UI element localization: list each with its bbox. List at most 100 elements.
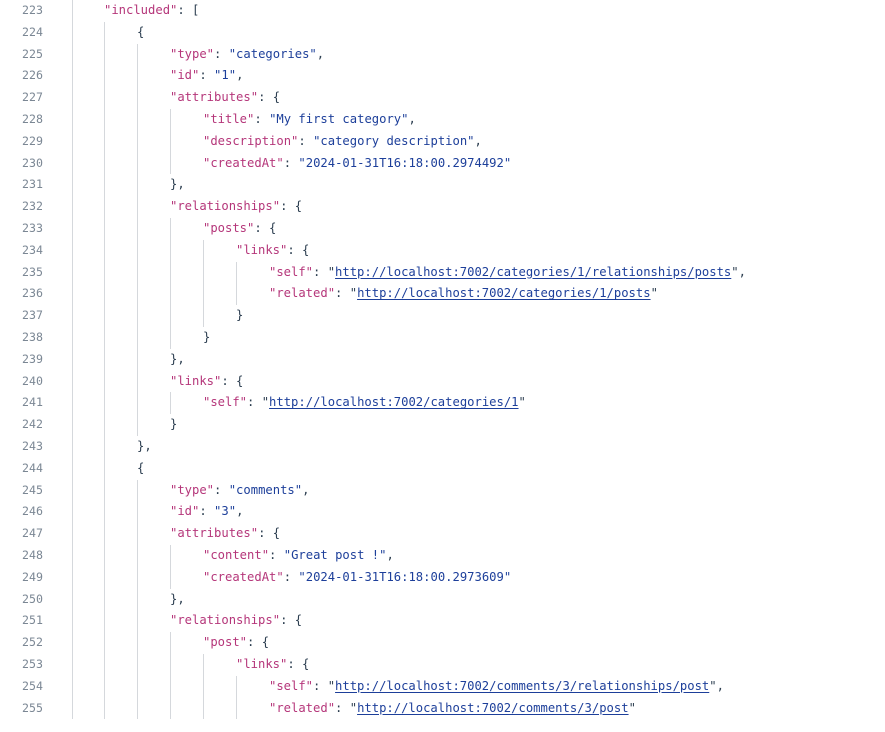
line-number: 239 xyxy=(22,351,43,366)
line-number: 254 xyxy=(22,678,43,693)
gutter-separator xyxy=(72,239,73,262)
code-line: 250}, xyxy=(0,588,885,611)
line-number: 233 xyxy=(22,220,43,235)
json-key: "relationships" xyxy=(170,199,281,214)
json-punctuation: : { xyxy=(258,526,281,541)
json-key: "links" xyxy=(236,242,288,257)
line-number: 223 xyxy=(22,3,43,17)
json-punctuation: : xyxy=(298,133,314,148)
indent-guide xyxy=(137,65,138,88)
code-line: 246"id": "3", xyxy=(0,501,885,524)
line-number: 244 xyxy=(22,460,43,475)
code-text: "relationships": { xyxy=(170,610,302,632)
indent-guide xyxy=(137,326,138,349)
url-link[interactable]: http://localhost:7002/categories/1/relat… xyxy=(335,264,732,279)
json-punctuation: ", xyxy=(731,264,746,279)
code-text: "createdAt": "2024-01-31T16:18:00.297449… xyxy=(203,153,511,175)
gutter-separator xyxy=(72,196,73,218)
code-text: { xyxy=(137,458,144,480)
indent-guide xyxy=(170,697,171,720)
line-number: 232 xyxy=(22,199,43,214)
code-text: "title": "My first category", xyxy=(203,109,416,131)
gutter-separator xyxy=(72,87,73,109)
code-text: "links": { xyxy=(236,240,309,262)
gutter-separator xyxy=(72,414,73,436)
indent-guide xyxy=(203,675,204,698)
indent-guide xyxy=(104,501,105,524)
code-line: 227"attributes": { xyxy=(0,87,885,109)
json-punctuation: : { xyxy=(258,90,281,105)
code-line: 229"description": "category description"… xyxy=(0,130,885,153)
indent-guide xyxy=(203,697,204,720)
indent-guide xyxy=(236,261,237,284)
line-number: 240 xyxy=(22,373,43,388)
json-punctuation: : { xyxy=(280,199,303,214)
json-key: "included" xyxy=(104,3,178,17)
code-line: 251"relationships": { xyxy=(0,610,885,633)
line-number: 238 xyxy=(22,329,43,344)
code-line: 231}, xyxy=(0,174,885,197)
indent-guide xyxy=(137,632,138,654)
gutter-separator xyxy=(72,544,73,567)
json-punctuation: : " xyxy=(335,700,358,715)
indent-guide xyxy=(137,370,138,393)
json-string-value: "1" xyxy=(214,68,237,83)
indent-guide xyxy=(137,653,138,676)
gutter-separator xyxy=(72,326,73,349)
line-number: 253 xyxy=(22,656,43,671)
gutter-separator xyxy=(72,305,73,327)
line-number: 231 xyxy=(22,177,43,192)
code-text: "posts": { xyxy=(203,218,276,240)
line-number: 224 xyxy=(22,24,43,39)
gutter-separator xyxy=(72,435,73,458)
indent-guide xyxy=(104,544,105,567)
line-number: 237 xyxy=(22,308,43,323)
json-punctuation: : xyxy=(269,547,284,562)
indent-guide xyxy=(104,239,105,262)
json-key: "posts" xyxy=(203,220,255,235)
code-line: 254"self": "http://localhost:7002/commen… xyxy=(0,675,885,698)
json-key: "type" xyxy=(170,46,215,61)
indent-guide xyxy=(137,43,138,66)
json-key: "attributes" xyxy=(170,90,259,105)
code-line: 241"self": "http://localhost:7002/catego… xyxy=(0,392,885,415)
code-text: } xyxy=(203,327,210,349)
code-line: 245"type": "comments", xyxy=(0,479,885,502)
gutter-separator xyxy=(72,632,73,654)
json-string-value: "comments" xyxy=(228,482,303,497)
gutter-separator xyxy=(72,675,73,698)
json-key: "id" xyxy=(170,68,200,83)
url-link[interactable]: http://localhost:7002/comments/3/post xyxy=(357,700,629,715)
url-link[interactable]: http://localhost:7002/categories/1 xyxy=(269,395,519,410)
code-text: "post": { xyxy=(203,632,269,654)
indent-guide xyxy=(170,261,171,284)
url-link[interactable]: http://localhost:7002/categories/1/posts xyxy=(357,286,651,301)
json-key: "id" xyxy=(170,504,200,519)
json-punctuation: , xyxy=(408,111,416,126)
indent-guide xyxy=(170,392,171,415)
code-line: 253"links": { xyxy=(0,653,885,676)
indent-guide xyxy=(170,283,171,306)
url-link[interactable]: http://localhost:7002/comments/3/relatio… xyxy=(335,678,710,693)
json-punctuation: , xyxy=(386,547,394,562)
indent-guide xyxy=(104,435,105,458)
code-text: "attributes": { xyxy=(170,87,280,109)
json-punctuation: , xyxy=(302,482,310,497)
line-number: 229 xyxy=(22,133,43,148)
code-line: 235"self": "http://localhost:7002/catego… xyxy=(0,261,885,284)
indent-guide xyxy=(236,283,237,306)
json-string-value: "3" xyxy=(214,504,237,519)
gutter-separator xyxy=(72,697,73,720)
line-number: 236 xyxy=(22,286,43,301)
gutter-separator xyxy=(72,479,73,502)
code-text: }, xyxy=(170,174,185,196)
json-punctuation: } xyxy=(170,417,178,432)
json-punctuation: , xyxy=(236,68,244,83)
json-key: "post" xyxy=(203,635,248,650)
json-key: "self" xyxy=(203,395,248,410)
line-number: 235 xyxy=(22,264,43,279)
gutter-separator xyxy=(72,610,73,633)
indent-guide xyxy=(104,566,105,589)
